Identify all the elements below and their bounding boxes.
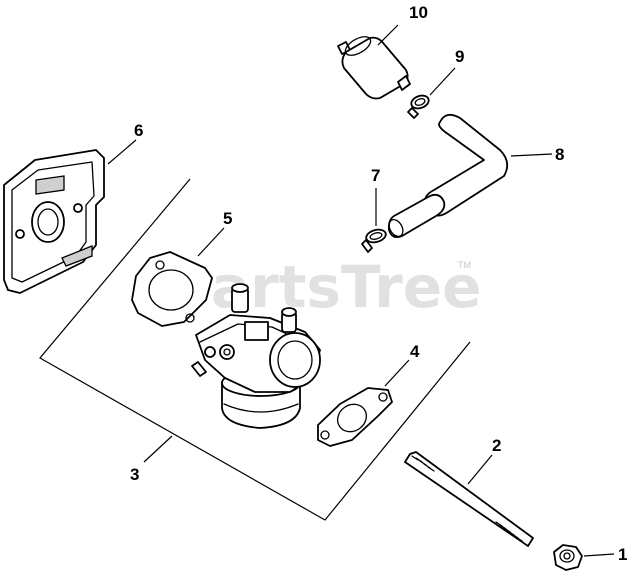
leader-6 [107, 139, 137, 165]
watermark: PartsTree TM [170, 253, 481, 321]
part-8-fuel-line[interactable] [386, 113, 509, 239]
part-7-clamp[interactable] [361, 228, 387, 253]
leader-1 [583, 553, 615, 557]
callout-2: 2 [492, 436, 501, 455]
callout-9: 9 [455, 47, 464, 66]
leader-5 [197, 227, 225, 257]
leader-lines [107, 24, 615, 557]
watermark-trademark: TM [458, 260, 471, 270]
part-5-gasket[interactable] [131, 251, 213, 327]
carburetor[interactable] [191, 283, 321, 429]
part-2-stud[interactable] [404, 451, 534, 547]
callout-1: 1 [618, 545, 627, 564]
leader-9 [429, 67, 456, 96]
leader-2 [467, 454, 493, 485]
leader-8 [510, 153, 553, 157]
callout-10: 10 [409, 3, 428, 22]
leader-3 [143, 435, 173, 463]
callout-6: 6 [134, 121, 143, 140]
part-1-nut[interactable] [553, 544, 583, 571]
callout-4: 4 [410, 342, 420, 361]
part-9-clamp[interactable] [407, 93, 431, 119]
part-4-gasket[interactable] [317, 387, 393, 447]
callout-7: 7 [371, 166, 380, 185]
callout-5: 5 [223, 209, 232, 228]
watermark-text: PartsTree [170, 253, 481, 321]
part-6-air-filter[interactable] [3, 149, 105, 294]
callout-3: 3 [130, 465, 139, 484]
callout-labels: 10 9 8 7 6 5 4 3 2 1 [130, 3, 627, 564]
bracket-line [39, 178, 471, 521]
leader-10 [377, 24, 399, 46]
leader-4 [384, 359, 410, 387]
callout-8: 8 [555, 145, 564, 164]
assembly-bracket [39, 178, 471, 521]
part-10-fuel-filter[interactable] [337, 33, 411, 100]
